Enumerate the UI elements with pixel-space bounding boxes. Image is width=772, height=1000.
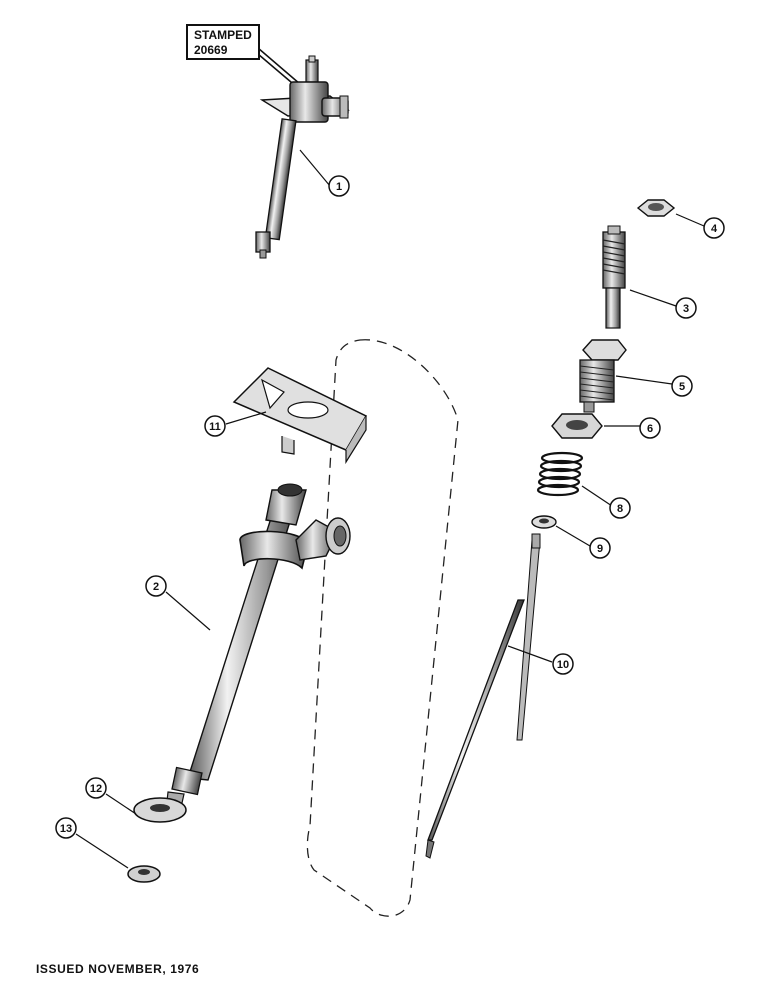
callout-2: 2 (145, 575, 167, 597)
issue-date-footer: ISSUED NOVEMBER, 1976 (36, 962, 200, 976)
part-2-injector-body (165, 483, 351, 813)
callout-label: 12 (90, 783, 102, 795)
stamp-label-box: STAMPED 20669 (186, 24, 260, 60)
part-13-small-washer (75, 833, 161, 883)
part-12-washer (105, 793, 187, 823)
callout-6: 6 (639, 417, 661, 439)
part-3-adjusting-screw (602, 225, 677, 329)
callout-8: 8 (609, 497, 631, 519)
callout-label: 8 (617, 503, 623, 515)
part-5-cap-nut (579, 339, 673, 413)
stamp-line-1: STAMPED (194, 28, 252, 42)
callout-11: 11 (204, 415, 226, 437)
callout-10: 10 (552, 653, 574, 675)
callout-13: 13 (55, 817, 77, 839)
callout-label: 2 (153, 581, 159, 593)
part-9-spring-seat (531, 515, 591, 547)
part-11-bracket (225, 367, 368, 465)
callout-3: 3 (675, 297, 697, 319)
callout-label: 6 (647, 423, 653, 435)
callout-label: 4 (711, 223, 718, 235)
callout-label: 10 (557, 659, 569, 671)
dashed-boundary (306, 339, 459, 917)
part-10-push-rod (425, 533, 553, 859)
callout-4: 4 (703, 217, 725, 239)
part-6-lock-nut (551, 413, 640, 439)
callout-5: 5 (671, 375, 693, 397)
stamp-line-2: 20669 (194, 43, 228, 57)
injector-assembly-small (255, 47, 350, 259)
callout-label: 5 (679, 381, 685, 393)
callout-label: 1 (336, 181, 342, 193)
callout-label: 3 (683, 303, 689, 315)
callout-9: 9 (589, 537, 611, 559)
callout-label: 11 (209, 421, 221, 433)
callout-label: 9 (597, 543, 603, 555)
part-4-nut (636, 199, 705, 227)
callout-1: 1 (328, 175, 350, 197)
part-8-spring (536, 451, 613, 507)
callout-label: 13 (60, 823, 72, 835)
callout-12: 12 (85, 777, 107, 799)
